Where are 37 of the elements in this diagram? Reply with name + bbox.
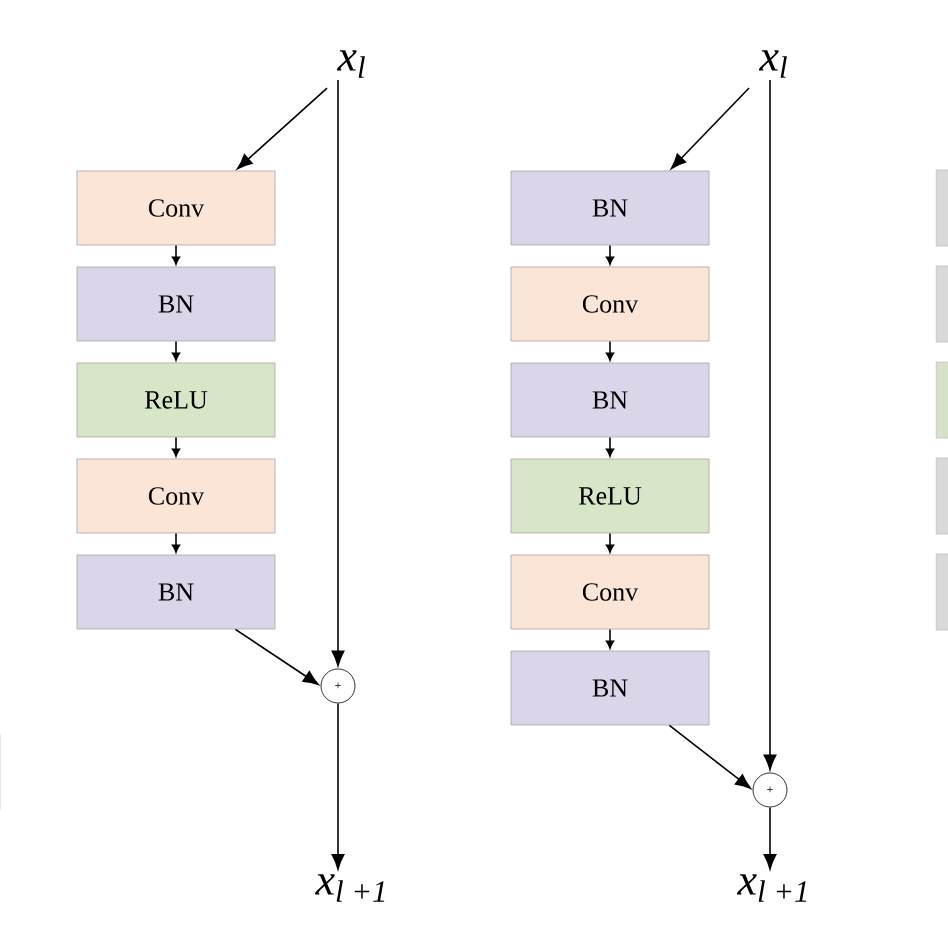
arrow (763, 806, 777, 870)
layer-box: ReLU (510, 458, 710, 534)
arrow (605, 244, 615, 265)
layer-box: Conv (76, 170, 276, 246)
layer-box: BN (76, 266, 276, 342)
layer-box: Conv (510, 266, 710, 342)
layer-box: BN (510, 650, 710, 726)
arrow (171, 532, 181, 553)
layer-box: BN (510, 362, 710, 438)
arrow (668, 724, 751, 789)
arrow (670, 87, 750, 170)
cropped-box (935, 361, 948, 439)
arrow (171, 340, 181, 361)
arrow (331, 79, 345, 667)
arrow (605, 436, 615, 457)
variable-label: x$_{l +1}$ (737, 874, 807, 902)
cropped-box (935, 169, 948, 247)
arrow (171, 244, 181, 265)
variable-label: x$_{l}$ (758, 50, 787, 78)
arrow (171, 436, 181, 457)
layer-box: BN (76, 554, 276, 630)
arrow (763, 79, 777, 771)
arrow (234, 628, 319, 686)
arrow (331, 702, 345, 870)
cropped-box (935, 265, 948, 343)
variable-label: x$_{l}$ (336, 50, 365, 78)
variable-label: x$_{l +1}$ (315, 874, 385, 902)
cropped-box (935, 457, 948, 535)
layer-box: ReLU (76, 362, 276, 438)
arrow (605, 628, 615, 649)
layer-box: Conv (510, 554, 710, 630)
layer-box: Conv (76, 458, 276, 534)
arrow (605, 340, 615, 361)
cropped-box (935, 553, 948, 631)
arrow (236, 87, 328, 170)
arrow (605, 532, 615, 553)
layer-box: BN (510, 170, 710, 246)
